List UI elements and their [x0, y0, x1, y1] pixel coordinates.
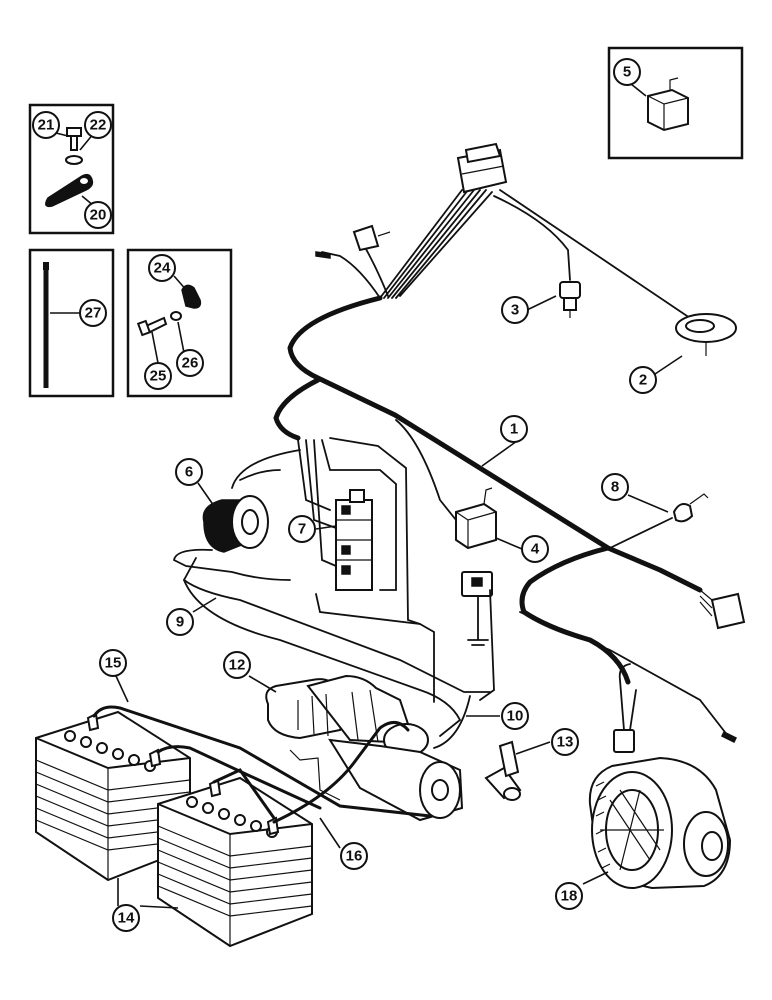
callout-15: 15	[99, 649, 127, 677]
alternator-part-18	[588, 756, 732, 890]
callout-7: 7	[288, 515, 316, 543]
callout-9-label: 9	[176, 614, 184, 631]
callout-14-label: 14	[118, 910, 135, 927]
callout-24-label: 24	[154, 260, 171, 277]
callout-22-label: 22	[90, 117, 107, 134]
callout-12-label: 12	[229, 657, 246, 674]
callout-5: 5	[613, 58, 641, 86]
callout-1: 1	[500, 415, 528, 443]
bolt-part-21	[66, 127, 82, 151]
inset-box-relay-5	[607, 46, 744, 160]
callout-4-label: 4	[531, 541, 540, 558]
callout-9: 9	[166, 608, 194, 636]
connector-part-13	[484, 740, 522, 801]
relay-part-4	[395, 419, 497, 550]
callout-8-label: 8	[611, 479, 619, 496]
relay-socket	[461, 571, 495, 701]
callout-27: 27	[79, 299, 107, 327]
callout-25-label: 25	[150, 368, 167, 385]
harness-connector	[456, 142, 508, 194]
starter-motor-part-12	[265, 674, 464, 822]
callout-1-label: 1	[510, 421, 518, 438]
callout-7-label: 7	[298, 521, 306, 538]
callout-18-label: 18	[561, 888, 578, 905]
main-harness	[273, 189, 729, 737]
sender-part-2	[675, 313, 737, 356]
callout-20-label: 20	[90, 207, 107, 224]
callout-24: 24	[148, 254, 176, 282]
harness-plug-right	[699, 589, 746, 630]
callout-12: 12	[223, 651, 251, 679]
battery-part-14-rear	[35, 710, 191, 882]
wire-end-pin	[720, 730, 738, 744]
callout-2: 2	[629, 366, 657, 394]
relay-part-5	[647, 77, 689, 132]
alternator-plug	[613, 663, 637, 753]
callout-4: 4	[521, 535, 549, 563]
callout-16: 16	[340, 842, 368, 870]
solenoid-wiring	[173, 437, 491, 703]
callout-18: 18	[555, 882, 583, 910]
callout-21: 21	[32, 111, 60, 139]
terminal-part-20	[45, 173, 94, 208]
battery-cable-part-16	[156, 721, 410, 824]
callout-2-label: 2	[639, 372, 647, 389]
callout-20: 20	[84, 201, 112, 229]
callout-10-label: 10	[507, 708, 524, 725]
sensor-part-3	[559, 281, 581, 318]
callout-27-label: 27	[85, 305, 102, 322]
battery-cable-part-15	[92, 705, 432, 818]
callout-10: 10	[501, 702, 529, 730]
callout-25: 25	[144, 362, 172, 390]
leader-lines	[50, 83, 683, 909]
callout-26-label: 26	[182, 355, 199, 372]
screw-part-25	[136, 316, 168, 337]
callout-3-label: 3	[511, 302, 519, 319]
callout-8: 8	[601, 473, 629, 501]
sender-part-8	[609, 493, 709, 549]
battery-part-14-front	[157, 776, 313, 948]
callout-13-label: 13	[557, 734, 574, 751]
callout-16-label: 16	[346, 848, 363, 865]
callout-21-label: 21	[38, 117, 55, 134]
callout-3: 3	[501, 296, 529, 324]
washer-part-22	[65, 155, 83, 165]
inset-box-24-25-26	[126, 248, 233, 398]
callout-13: 13	[551, 728, 579, 756]
solenoid-part-6	[202, 495, 269, 553]
terminal-block-part-7	[335, 489, 373, 591]
callout-22: 22	[84, 111, 112, 139]
callout-15-label: 15	[105, 655, 122, 672]
cable-part-10	[183, 579, 471, 749]
harness-plug	[315, 224, 391, 259]
callout-5-label: 5	[623, 64, 631, 81]
washer-part-26	[170, 311, 182, 321]
cable-tie-part-27	[43, 262, 49, 388]
callout-6-label: 6	[185, 464, 193, 481]
callout-26: 26	[176, 349, 204, 377]
callout-6: 6	[175, 458, 203, 486]
callout-14: 14	[112, 904, 140, 932]
